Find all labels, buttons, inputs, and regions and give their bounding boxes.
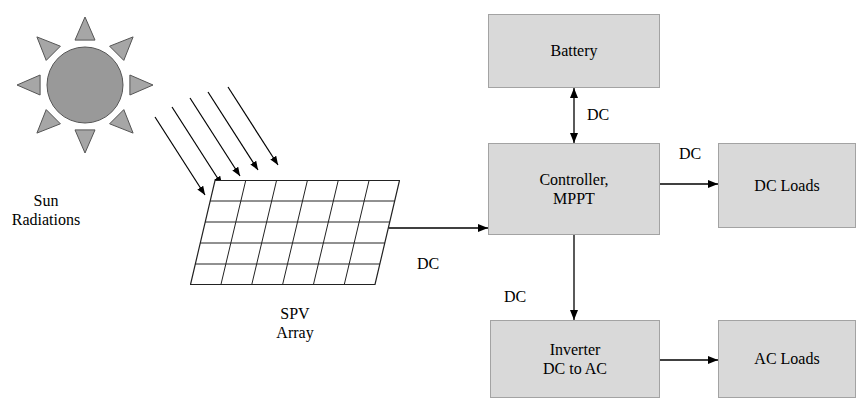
sun-ray <box>17 75 40 95</box>
cell-line <box>205 222 390 223</box>
panel-outline <box>191 181 400 285</box>
sun-ray <box>75 17 95 40</box>
sun-ray <box>110 110 134 134</box>
storage-box: Battery <box>488 14 660 88</box>
connector-label: DC <box>585 105 611 124</box>
node-text: SPV Array <box>276 304 313 342</box>
connector <box>389 227 488 228</box>
connector <box>573 235 574 320</box>
sun-ray <box>37 110 61 134</box>
radiation-arrow <box>155 117 205 195</box>
inverter-box: Inverter DC to AC <box>490 320 660 398</box>
sun-ray <box>130 75 153 95</box>
node-text: Controller, MPPT <box>529 170 619 208</box>
connector <box>573 88 574 143</box>
sun-ray <box>75 130 95 153</box>
radiation-arrow <box>228 87 278 165</box>
cell-line <box>283 180 308 285</box>
radiation-arrows <box>155 87 278 195</box>
cell-line <box>195 264 380 265</box>
connector-label: DC <box>677 144 703 163</box>
connector <box>660 359 718 360</box>
radiation-arrow <box>172 107 222 185</box>
node-text: Inverter DC to AC <box>539 340 611 378</box>
radiation-arrow <box>208 92 258 170</box>
illustration-label: Sun Radiations <box>10 191 82 229</box>
cell-line <box>252 180 277 285</box>
load-box: AC Loads <box>718 320 856 398</box>
connector <box>660 183 718 184</box>
pv-array: SPV Array <box>190 180 400 285</box>
cell-line <box>313 180 338 285</box>
node-text: AC Loads <box>754 349 819 368</box>
sun-ray <box>110 37 134 61</box>
load-box: DC Loads <box>718 143 856 228</box>
sun-rays <box>17 17 153 153</box>
node-text: Battery <box>550 41 597 60</box>
sun-ray <box>37 37 61 61</box>
solar-panel-shape <box>190 180 400 285</box>
cell-line <box>221 180 246 285</box>
cell-line <box>344 180 369 285</box>
node-text: DC Loads <box>754 176 819 195</box>
connector-label: DC <box>415 254 441 273</box>
cell-line <box>210 201 395 202</box>
radiation-arrow <box>190 98 240 176</box>
controller-box: Controller, MPPT <box>488 143 660 235</box>
sun-disc <box>47 47 123 123</box>
cell-line <box>200 243 385 244</box>
connector-label: DC <box>502 287 528 306</box>
